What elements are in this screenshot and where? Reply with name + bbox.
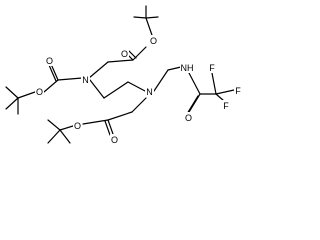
bond-34 xyxy=(59,125,74,131)
atom-o-ester-bottom-label: O xyxy=(74,121,81,131)
bond-36 xyxy=(47,129,61,144)
bond-2 xyxy=(145,16,159,19)
atom-n-amide: NH xyxy=(180,62,194,73)
atom-n-mid-label: N xyxy=(146,87,153,97)
atom-o-ester-bottom: O xyxy=(73,120,82,131)
bond-28 xyxy=(215,93,225,102)
bond-18 xyxy=(103,81,129,99)
atom-labels: O O O O N N NH F F F O O O xyxy=(35,35,242,145)
bond-35 xyxy=(47,119,61,131)
bond-10 xyxy=(5,97,19,110)
atom-o-ester-left: O xyxy=(35,86,44,97)
bond-29 xyxy=(131,97,147,113)
bond-4 xyxy=(132,46,147,61)
bond-32 xyxy=(107,119,114,135)
bond-9 xyxy=(5,86,19,99)
atom-n-amide-label: NH xyxy=(181,63,194,73)
bond-3 xyxy=(145,17,154,39)
atom-o-ester-top-label: O xyxy=(150,36,157,46)
atom-n-left-label: N xyxy=(82,75,89,85)
bond-7 xyxy=(107,59,134,63)
bond-20 xyxy=(153,69,169,92)
atom-n-mid: N xyxy=(145,86,154,97)
bond-31 xyxy=(82,119,109,125)
bond-27 xyxy=(215,89,235,95)
atom-n-left: N xyxy=(81,74,90,85)
atom-o-carbonyl-left-label: O xyxy=(46,56,53,66)
atom-o-carbonyl-top-label: O xyxy=(121,49,128,59)
atom-f-bottom-label: F xyxy=(223,101,229,111)
atom-o-amide-label: O xyxy=(185,113,192,123)
bond-24 xyxy=(186,95,199,115)
bond-1 xyxy=(133,16,147,19)
bond-21 xyxy=(167,66,182,71)
bond-23 xyxy=(188,93,201,113)
bond-14 xyxy=(50,63,59,81)
atom-o-carbonyl-top: O xyxy=(120,48,129,59)
bond-17 xyxy=(89,79,105,99)
atom-o-amide: O xyxy=(184,112,193,123)
bond-13 xyxy=(43,79,59,93)
bond-37 xyxy=(59,129,71,144)
bond-8 xyxy=(88,61,109,79)
atom-o-carbonyl-bottom-label: O xyxy=(111,135,118,145)
atom-o-carbonyl-bottom: O xyxy=(110,134,119,145)
bond-12 xyxy=(17,91,36,99)
atom-o-ester-left-label: O xyxy=(36,87,43,97)
atom-o-ester-top: O xyxy=(149,35,158,46)
atom-f-top-label: F xyxy=(209,63,215,73)
bond-33 xyxy=(104,120,111,136)
atom-f-right: F xyxy=(234,85,242,96)
atom-o-carbonyl-left: O xyxy=(45,55,54,66)
bond-22 xyxy=(188,72,201,95)
atom-f-right-label: F xyxy=(235,86,241,96)
bond-26 xyxy=(211,72,217,95)
bond-15 xyxy=(48,64,57,82)
bond-30 xyxy=(107,111,133,121)
bond-lines xyxy=(5,5,235,144)
atom-f-top: F xyxy=(208,62,216,73)
bond-19 xyxy=(127,81,146,92)
bond-16 xyxy=(57,77,83,81)
structural-formula: O O O O N N NH F F F O O O xyxy=(5,5,242,145)
atom-f-bottom: F xyxy=(222,100,230,111)
